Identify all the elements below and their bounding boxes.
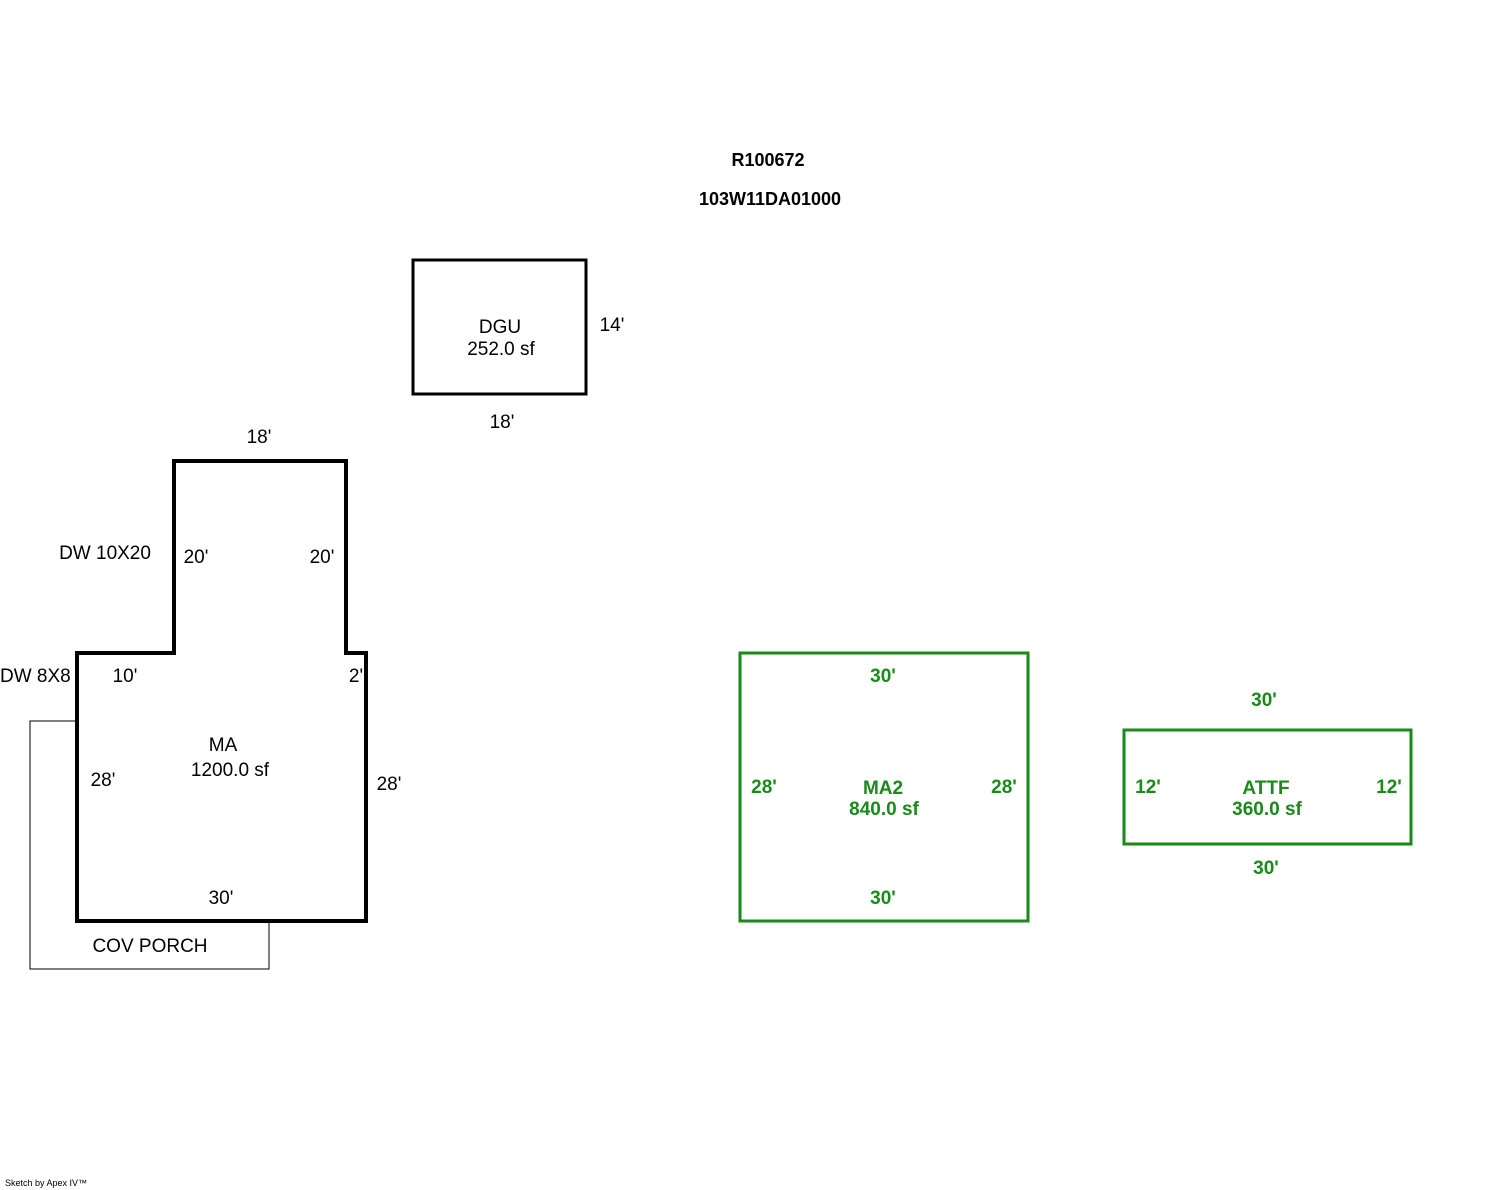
map-tax-lot: 103W11DA01000 bbox=[699, 189, 841, 209]
ma-note-dw-upper: DW 10X20 bbox=[59, 543, 151, 564]
ma-dim-top: 18' bbox=[247, 427, 272, 448]
ma-area-value: 1200.0 sf bbox=[191, 760, 270, 781]
attf-outline bbox=[1122, 728, 1413, 846]
ma-outline bbox=[75, 459, 368, 923]
ma-dim-wing-left: 20' bbox=[184, 547, 209, 568]
ma-dim-left: 28' bbox=[91, 770, 116, 791]
attf-dim-left: 12' bbox=[1135, 777, 1161, 798]
ma-dim-right-step: 2' bbox=[349, 666, 363, 687]
ma-dim-right: 28' bbox=[377, 774, 402, 795]
ma-dim-bottom: 30' bbox=[209, 888, 234, 909]
attf-code: ATTF bbox=[1242, 778, 1289, 799]
attf-dim-top: 30' bbox=[1251, 690, 1277, 711]
attf-dim-right: 12' bbox=[1376, 777, 1402, 798]
dgu-area: DGU 252.0 sf 14' 18' bbox=[411, 258, 625, 433]
dgu-code: DGU bbox=[479, 317, 521, 338]
dgu-area-value: 252.0 sf bbox=[467, 339, 535, 360]
ma-note-dw-lower: DW 8X8 bbox=[0, 666, 71, 687]
attf-dim-bottom: 30' bbox=[1253, 858, 1279, 879]
ma2-dim-bottom: 30' bbox=[870, 888, 896, 909]
ma-dim-wing-right: 20' bbox=[310, 547, 335, 568]
attf-area: 30' 12' 12' ATTF 360.0 sf 30' bbox=[1122, 690, 1413, 879]
account-number: R100672 bbox=[731, 150, 804, 170]
dgu-dim-depth: 14' bbox=[600, 315, 625, 336]
sketch-credit: Sketch by Apex IV™ bbox=[5, 1178, 87, 1188]
ma-dim-left-step: 10' bbox=[113, 666, 138, 687]
cov-porch-area: COV PORCH bbox=[29, 720, 270, 970]
ma2-code: MA2 bbox=[863, 778, 903, 799]
ma2-area-value: 840.0 sf bbox=[849, 799, 919, 820]
ma2-area: 30' 28' 28' MA2 840.0 sf 30' bbox=[738, 651, 1030, 923]
ma-area: MA 1200.0 sf 18' 20' 20' 10' 2' 28' 28' … bbox=[0, 427, 402, 923]
dgu-dim-width: 18' bbox=[490, 412, 515, 433]
ma2-dim-left: 28' bbox=[751, 777, 777, 798]
cov-porch-label: COV PORCH bbox=[92, 936, 207, 957]
ma-code: MA bbox=[209, 735, 238, 756]
ma2-outline bbox=[738, 651, 1030, 923]
ma2-dim-right: 28' bbox=[991, 777, 1017, 798]
cov-porch-outline bbox=[29, 720, 270, 970]
ma2-dim-top: 30' bbox=[870, 666, 896, 687]
attf-area-value: 360.0 sf bbox=[1232, 799, 1302, 820]
dgu-outline bbox=[411, 258, 588, 396]
